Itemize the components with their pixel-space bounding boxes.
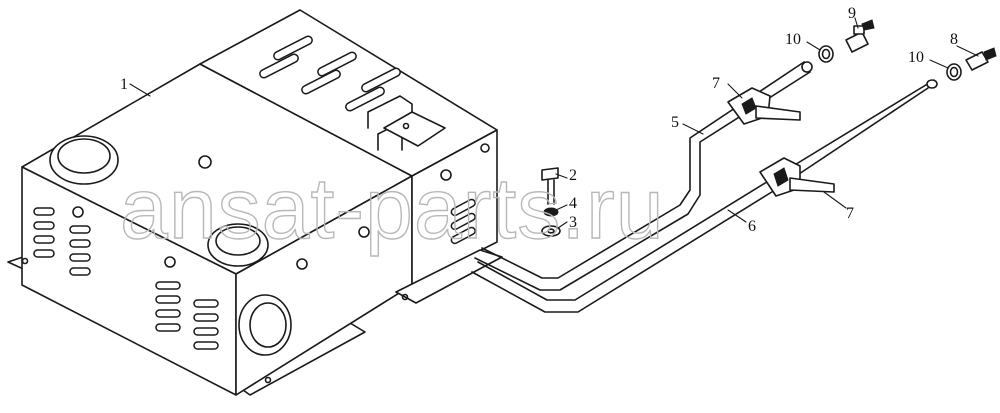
callout-6: 6 xyxy=(748,218,756,235)
callouts: 1 2 3 4 5 6 7 7 8 9 10 10 xyxy=(120,5,958,235)
fitting-8 xyxy=(965,47,997,71)
side-vents xyxy=(450,198,476,245)
callout-10-right: 10 xyxy=(908,49,924,66)
front-vents-left xyxy=(33,207,91,276)
callout-9: 9 xyxy=(848,5,856,22)
callout-8: 8 xyxy=(950,31,958,48)
fitting-9 xyxy=(845,19,875,53)
watermark: ansat-parts.ru xyxy=(120,161,665,257)
clamp-lower xyxy=(759,157,835,197)
callout-10-left: 10 xyxy=(785,31,801,48)
leader-lines xyxy=(129,17,979,229)
callout-7-upper: 7 xyxy=(712,75,720,92)
hose-clip-1 xyxy=(818,45,834,63)
bolt-set xyxy=(541,167,561,237)
callout-1: 1 xyxy=(120,76,128,93)
callout-4: 4 xyxy=(569,195,577,212)
callout-2: 2 xyxy=(569,167,577,184)
clamp-upper xyxy=(727,87,801,125)
callout-5: 5 xyxy=(671,114,679,131)
heater-unit xyxy=(7,9,503,396)
callout-7-lower: 7 xyxy=(846,205,854,222)
pipe-assembly xyxy=(471,61,938,313)
callout-3: 3 xyxy=(569,214,577,231)
front-vents-right xyxy=(155,281,219,350)
hose-clip-2 xyxy=(946,63,962,81)
